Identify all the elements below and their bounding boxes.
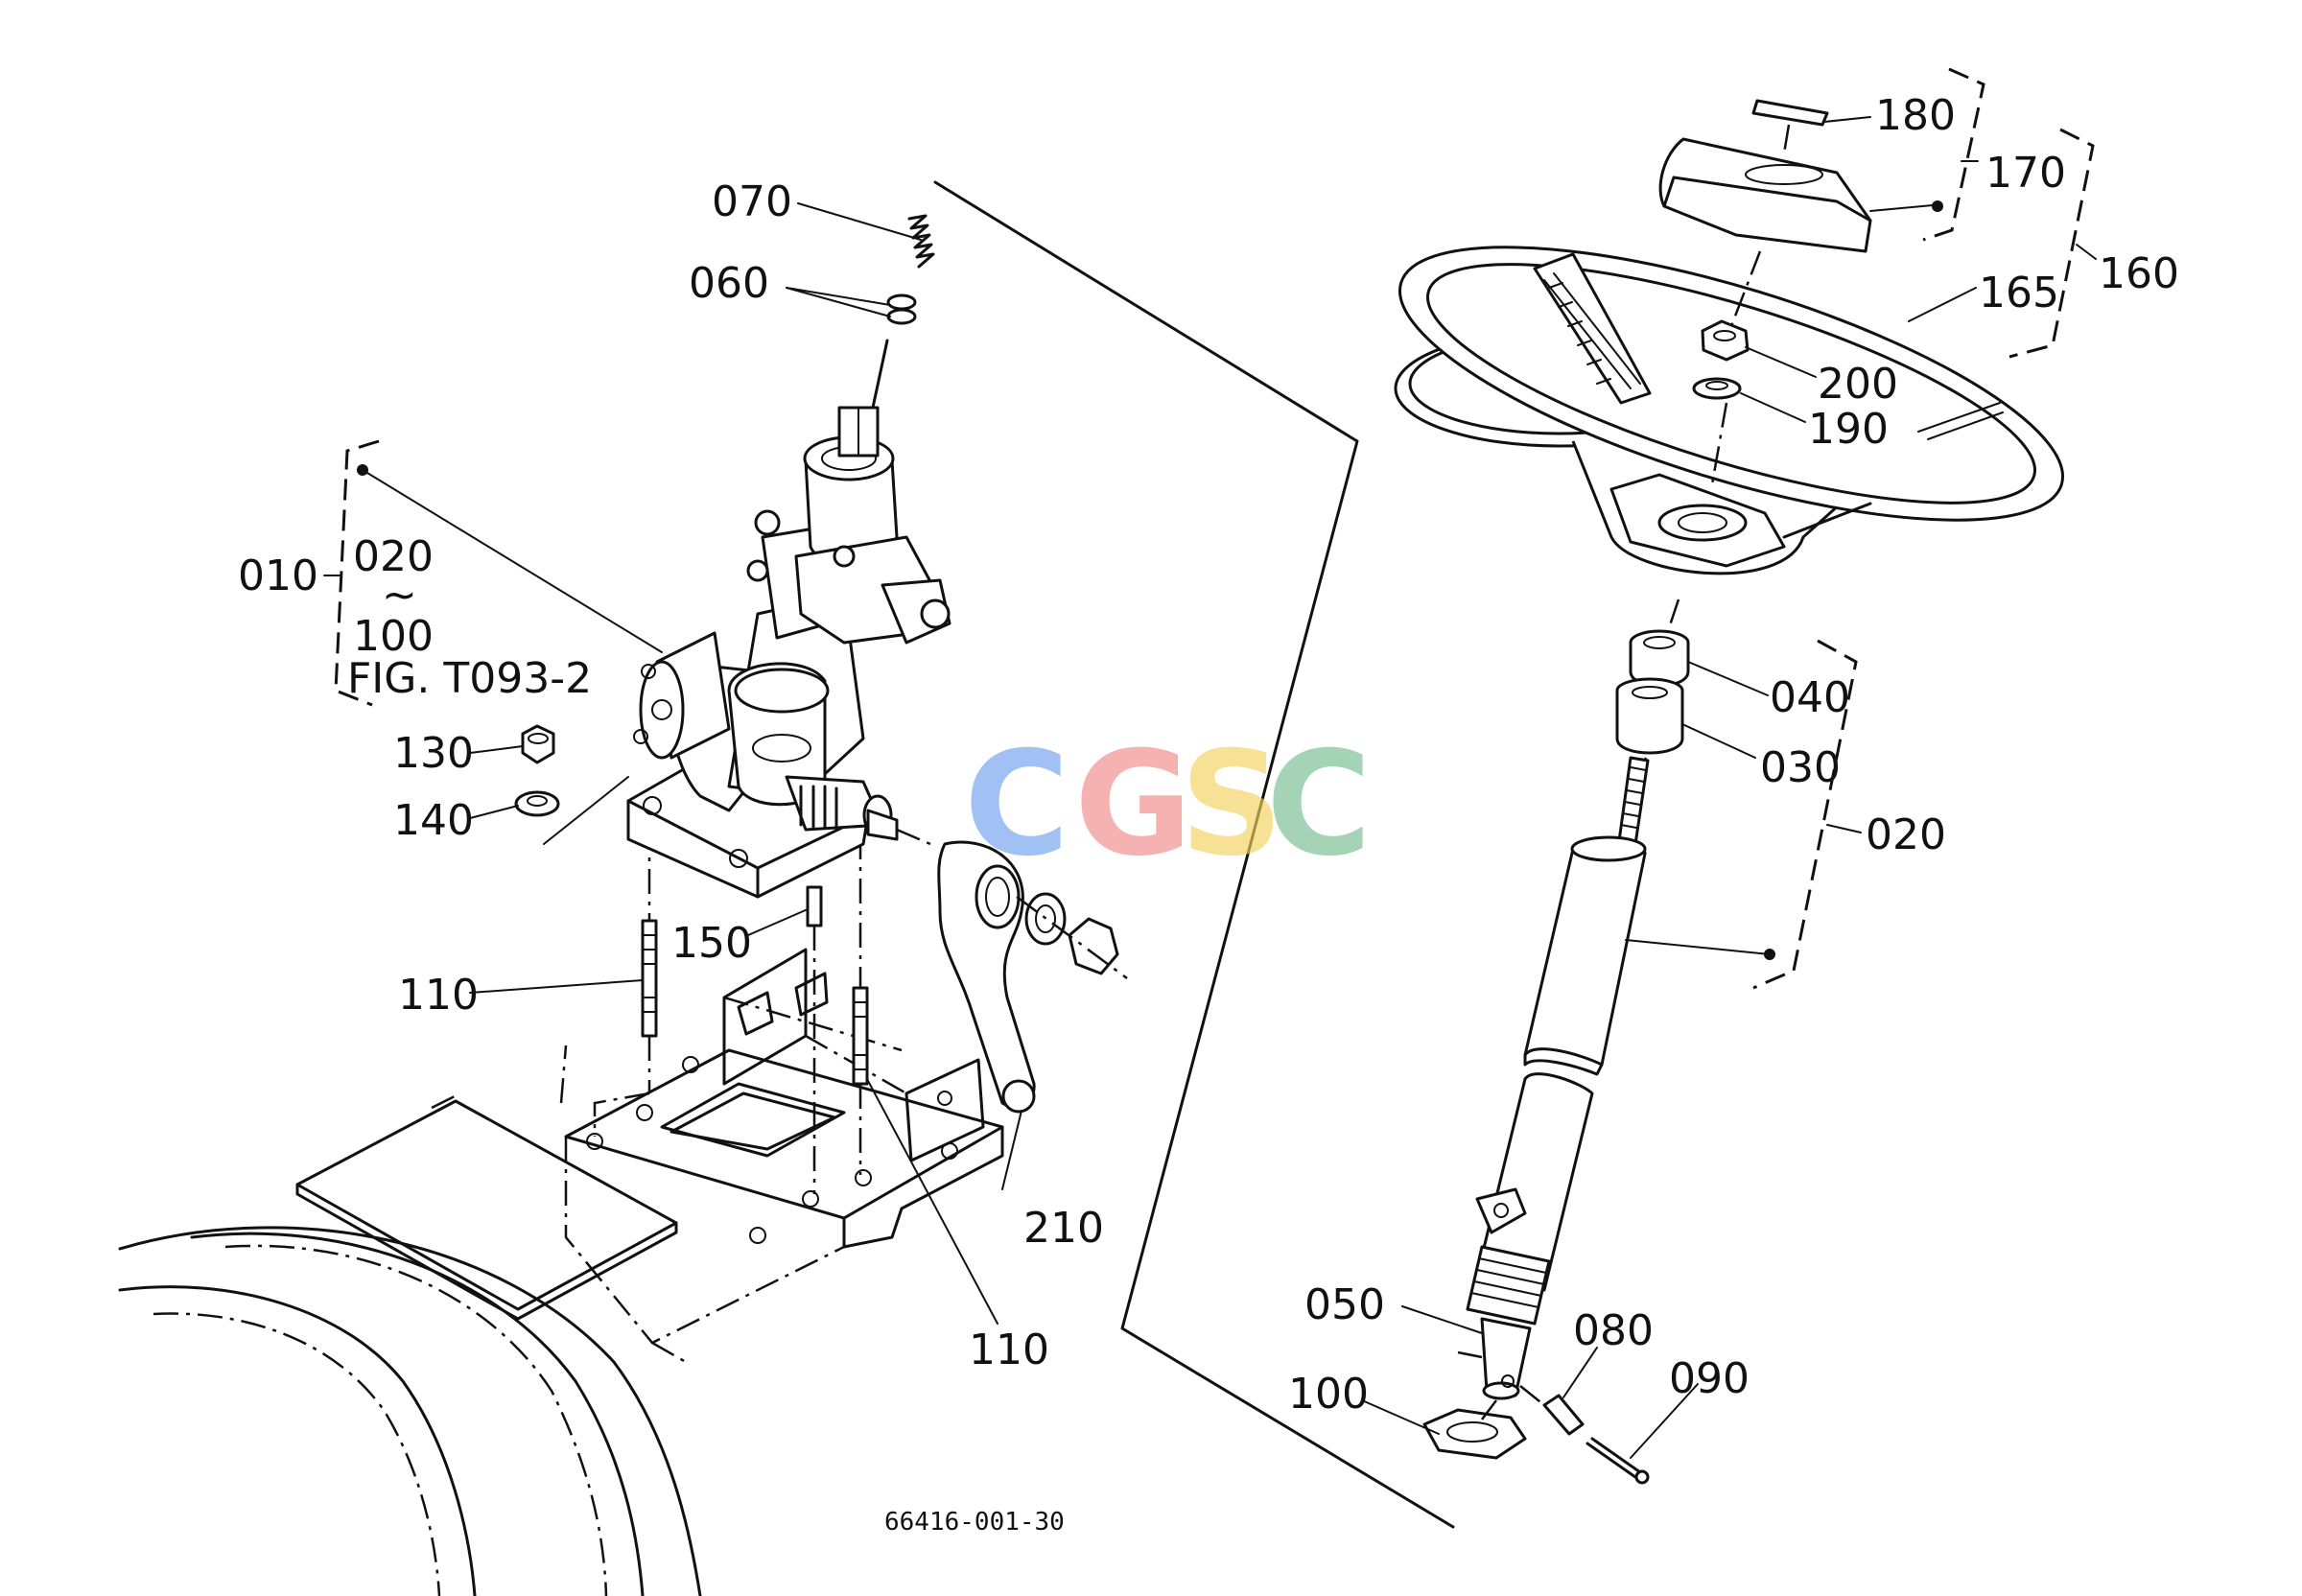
label-100-ref: 100 [353, 612, 434, 661]
assembly-group-outline [933, 180, 1455, 1529]
stud-110-left [593, 825, 658, 1137]
bracket-010 [334, 439, 380, 707]
washers-060 [886, 293, 917, 325]
label-010: 010 [238, 552, 318, 600]
label-030: 030 [1760, 743, 1841, 792]
label-170: 170 [1985, 149, 2066, 198]
label-020: 020 [1866, 810, 1946, 859]
label-190: 190 [1808, 405, 1889, 454]
watermark-letter-g: G [1074, 721, 1192, 888]
watermark-letter-s: S [1180, 721, 1283, 888]
label-050: 050 [1304, 1280, 1385, 1329]
label-210: 210 [1023, 1204, 1104, 1253]
bracket-160 [2008, 128, 2095, 359]
label-110-left: 110 [398, 971, 479, 1020]
label-090: 090 [1669, 1354, 1750, 1403]
label-040: 040 [1770, 673, 1850, 722]
tractor-body [118, 1044, 702, 1596]
label-100: 100 [1288, 1370, 1369, 1419]
label-180: 180 [1875, 91, 1956, 140]
spring-070 [871, 214, 935, 410]
leader-lines [469, 116, 1977, 1459]
label-080: 080 [1573, 1306, 1654, 1355]
label-060: 060 [689, 259, 769, 308]
watermark-letter-c1: C [964, 721, 1069, 888]
label-160: 160 [2099, 249, 2179, 298]
bracket-170 [1922, 67, 1985, 242]
pin-150 [806, 885, 823, 1194]
nut-200 [1701, 319, 1750, 362]
label-150: 150 [671, 919, 752, 968]
watermark-letter-c2: C [1266, 721, 1372, 888]
label-tilde: ~ [382, 571, 417, 620]
steering-column-020 [1422, 598, 1775, 1485]
drawing-number: 66416-001-30 [884, 1508, 1065, 1537]
bracket-020 [1752, 639, 1858, 990]
pitman-arm-210 [937, 840, 1128, 1114]
emblem-180 [1751, 99, 1829, 154]
stud-110-right [852, 834, 869, 1175]
mounting-plate [564, 948, 1004, 1364]
label-130: 130 [393, 729, 474, 778]
label-020-ref: 020 [353, 532, 434, 581]
label-140: 140 [393, 796, 474, 845]
label-165: 165 [1979, 269, 2059, 317]
steering-wheel-165 [1394, 246, 2065, 575]
washer-190 [1692, 377, 1742, 400]
steering-gearbox [357, 406, 951, 899]
cgsc-watermark: C G S C [964, 721, 1372, 888]
label-110-bottom: 110 [969, 1326, 1049, 1374]
label-fig-reference: FIG. T093-2 [347, 654, 592, 703]
label-070: 070 [712, 177, 792, 226]
label-200: 200 [1818, 360, 1898, 409]
center-cap-170 [1658, 137, 1943, 327]
washer-140 [514, 776, 629, 845]
nut-130 [521, 724, 555, 764]
